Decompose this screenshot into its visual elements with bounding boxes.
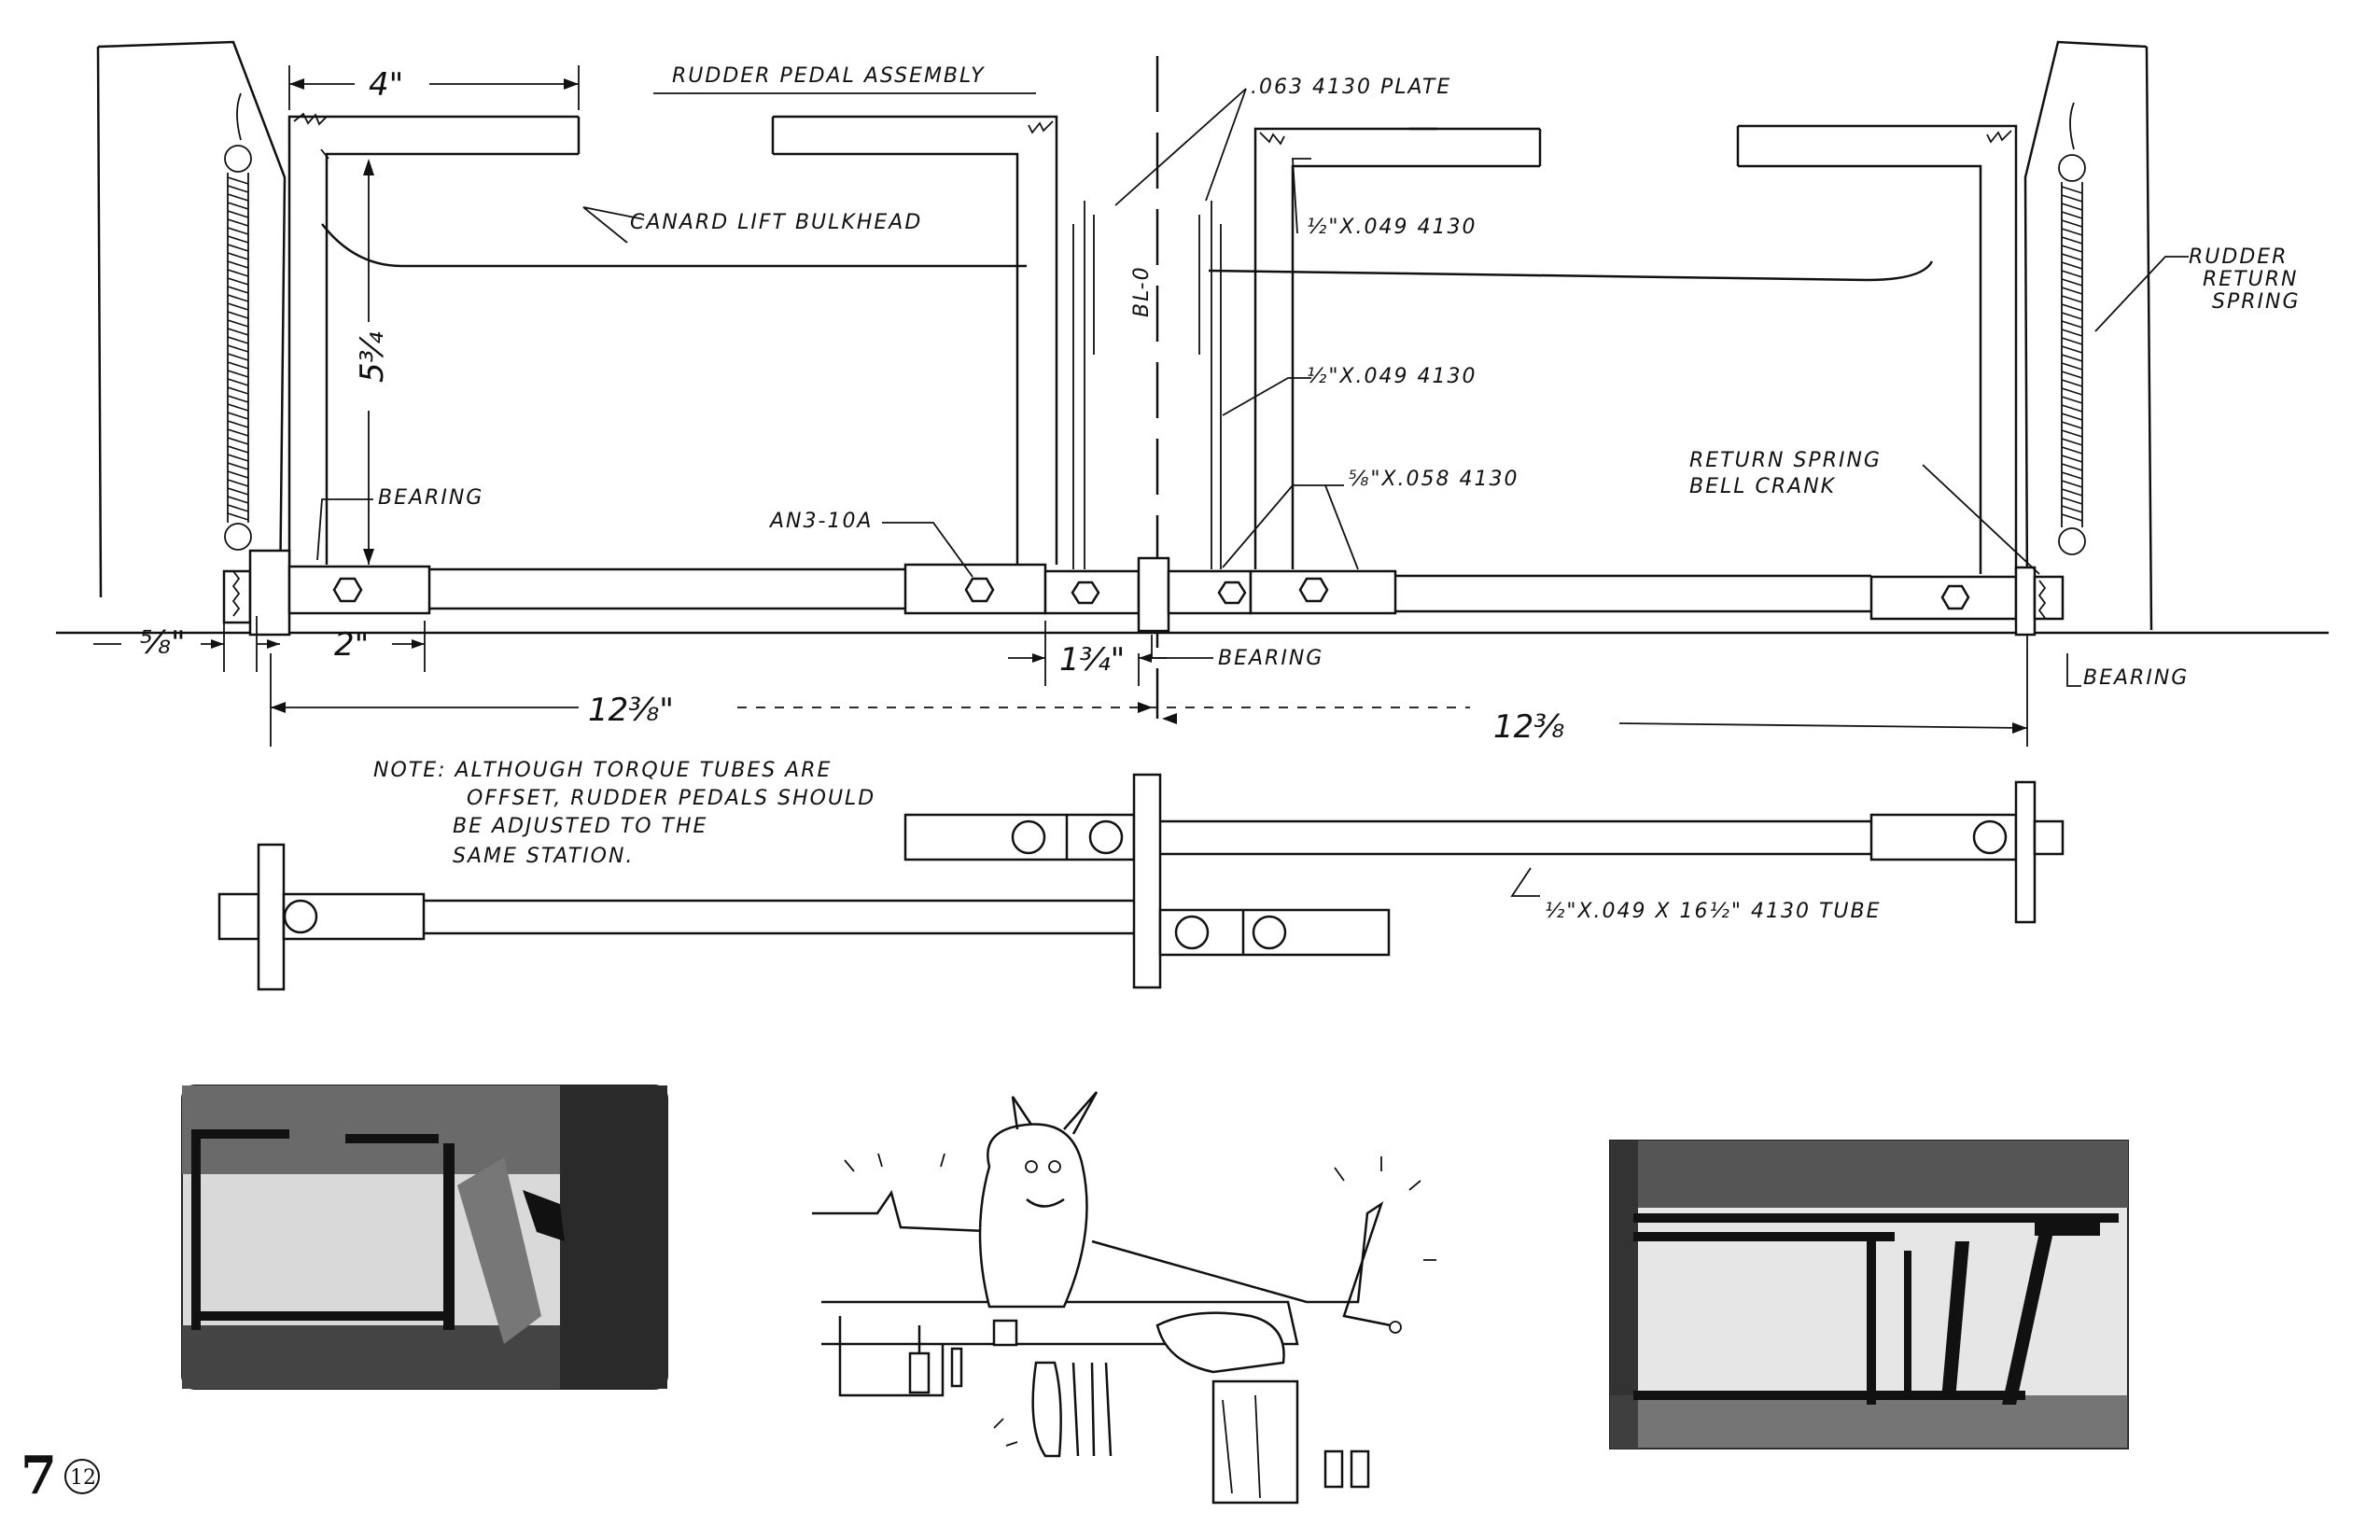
leader-lines [316, 88, 2189, 897]
dim-center: 1¾" [1059, 641, 1125, 679]
tube-58-label: ⅝"X.058 4130 [1349, 468, 1519, 491]
photo-right-pedals [1609, 1140, 2129, 1449]
rudder-return-spring-line-1: RUDDER [2189, 245, 2288, 269]
rudder-return-spring-line-3: SPRING [2212, 290, 2301, 314]
chapter-number: 12 [70, 1466, 96, 1490]
drawing-title: RUDDER PEDAL ASSEMBLY [672, 64, 986, 88]
note-line-1: NOTE: ALTHOUGH TORQUE TUBES ARE [373, 759, 832, 782]
center-left-rudder-pedal [771, 115, 1058, 565]
note-line-2: OFFSET, RUDDER PEDALS SHOULD [467, 787, 875, 810]
dim-span-right: 12⅜ [1493, 708, 1564, 746]
tube-long-label: ½"X.049 X 16½" 4130 TUBE [1545, 900, 1882, 923]
canard-bulkhead-curve [321, 223, 1934, 282]
right-return-spring [2058, 102, 2086, 555]
plate-label: .063 4130 PLATE [1251, 76, 1451, 99]
right-rudder-pedal [1736, 124, 2018, 574]
dim-span-left: 12⅜" [588, 692, 674, 729]
rudder-return-spring-line-2: RETURN [2203, 268, 2298, 291]
photo-left-pedals [181, 1085, 668, 1390]
dimension-lines [93, 65, 2028, 747]
center-plates [1072, 201, 1222, 569]
page-number: 7 [21, 1445, 57, 1506]
left-rudder-pedal [287, 112, 581, 565]
bl0-label: BL-0 [1130, 265, 1154, 317]
bellcrank-label-line-2: BELL CRANK [1689, 475, 1836, 498]
cartoon-viking-cat [812, 1091, 1436, 1505]
tube-half-label-a: ½"X.049 4130 [1307, 216, 1477, 239]
an3-label: AN3-10A [768, 510, 874, 533]
bearing-center-label: BEARING [1218, 647, 1323, 670]
tube-half-label-b: ½"X.049 4130 [1307, 365, 1477, 388]
upper-torque-tube [222, 549, 2065, 637]
left-return-spring [224, 92, 252, 551]
dim-left-offset: ⅝" [140, 624, 186, 662]
chapter-badge [64, 1459, 100, 1494]
bearing-right-label: BEARING [2083, 666, 2189, 690]
dim-height: 5¾ [354, 331, 391, 383]
dim-top-width: 4" [369, 66, 403, 104]
bellcrank-label-line-1: RETURN SPRING [1689, 449, 1882, 472]
note-line-4: SAME STATION. [453, 845, 634, 868]
bearing-left-label: BEARING [378, 486, 483, 510]
lower-torque-tube-plan [217, 773, 2065, 991]
canard-bulkhead-label: CANARD LIFT BULKHEAD [630, 211, 922, 234]
center-right-rudder-pedal [1253, 127, 1542, 569]
fuselage-side-walls [96, 40, 2153, 631]
dim-left-two: 2" [334, 626, 369, 664]
note-line-3: BE ADJUSTED TO THE [453, 815, 707, 838]
